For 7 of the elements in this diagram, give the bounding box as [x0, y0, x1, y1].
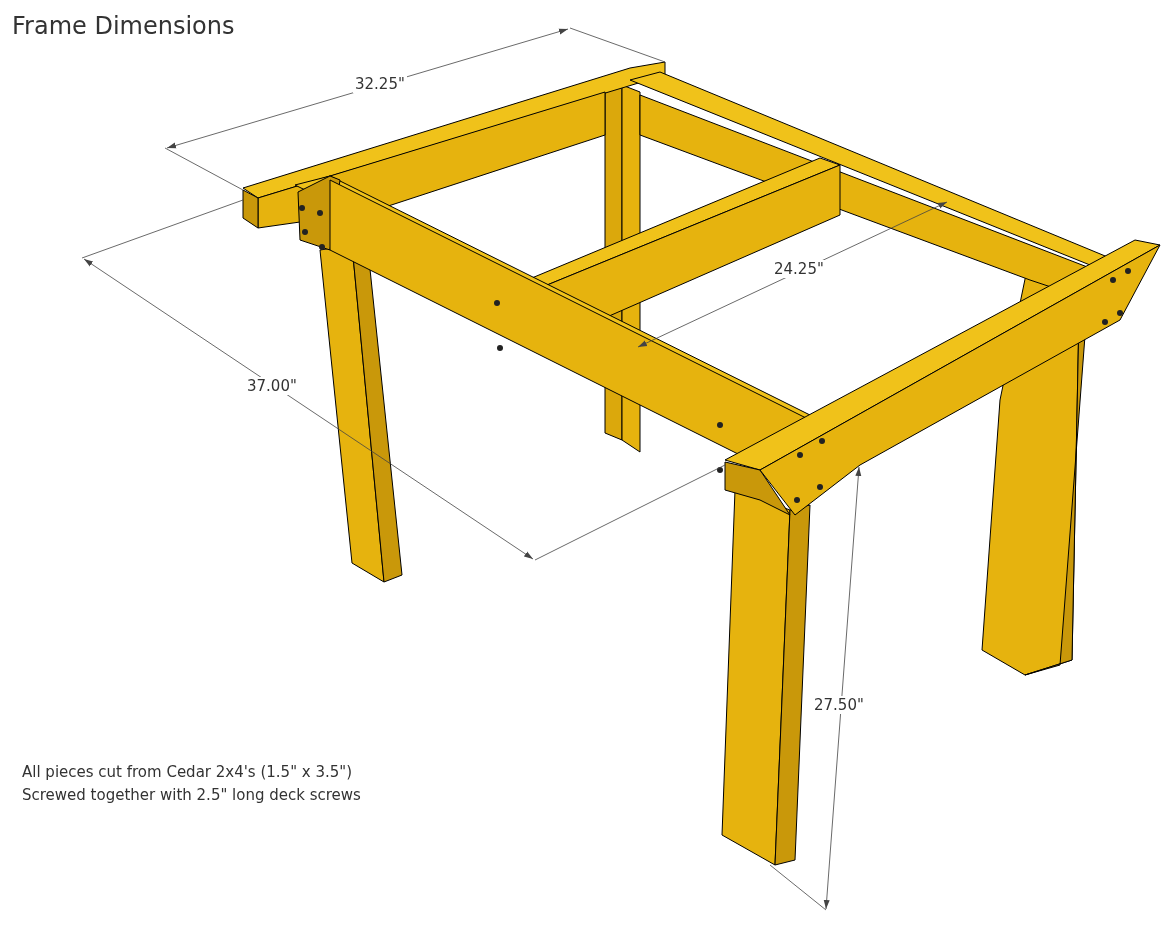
dimension-label: 37.00"	[245, 377, 299, 395]
note-text: All pieces cut from Cedar 2x4's (1.5" x 3.5")	[22, 763, 353, 781]
note-text: Screwed together with 2.5" long deck screws	[22, 786, 361, 804]
diagram-title: Frame Dimensions	[12, 12, 235, 40]
dimension-label: 32.25"	[353, 75, 407, 93]
dimension-label: 24.25"	[772, 260, 826, 278]
dimension-label: 27.50"	[812, 696, 866, 714]
